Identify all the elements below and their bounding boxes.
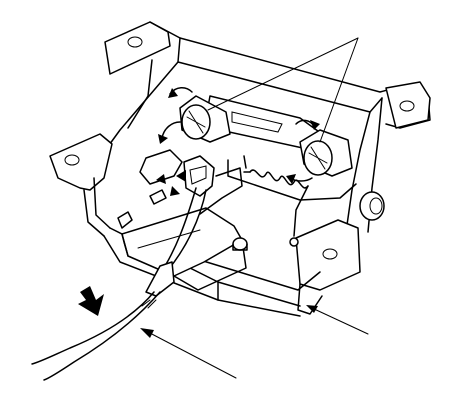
- pull-direction-arrow: [78, 286, 104, 316]
- cable-clip: [117, 149, 215, 229]
- bolt-right: [299, 129, 353, 177]
- callout-cable: [140, 328, 237, 379]
- bolt-left: [179, 95, 231, 143]
- callout-bracket-lower: [306, 305, 369, 335]
- clip-arrows: [156, 170, 186, 196]
- cable: [31, 187, 207, 381]
- pivot-pin: [232, 237, 248, 251]
- lever: [121, 167, 247, 291]
- callout-bolts: [207, 37, 359, 143]
- bolt-rotation-arrows: [158, 87, 320, 184]
